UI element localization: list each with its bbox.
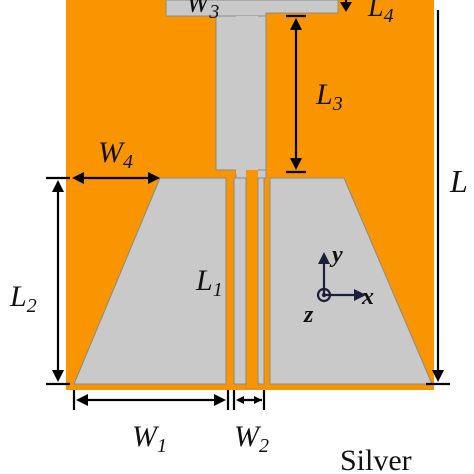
arrowheads [52, 2, 444, 406]
axis-label-x: x [361, 284, 374, 310]
coordinate-axes [316, 260, 358, 303]
feed-center-slot [246, 170, 258, 388]
label-l: L [449, 163, 468, 199]
label-w1: W1 [132, 420, 167, 457]
left-ground-silver [73, 177, 227, 385]
label-l2: L2 [9, 280, 37, 317]
label-l4: L4 [367, 0, 394, 27]
label-l3: L3 [315, 78, 343, 115]
dimension-lines [46, 0, 450, 410]
label-w2: W2 [234, 420, 269, 457]
axis-label-y: y [329, 242, 343, 268]
label-l1: L1 [195, 264, 223, 301]
center-strip-right [257, 177, 265, 385]
z-axis-dot [321, 292, 327, 298]
feed-gap [236, 16, 258, 174]
label-w3: W3 [186, 0, 219, 23]
legend-silver-label: Silver [340, 444, 412, 474]
label-w4: W4 [98, 136, 133, 173]
axis-label-z: z [303, 302, 314, 328]
x-arrowhead [354, 289, 366, 301]
y-arrowhead [318, 252, 330, 264]
center-strip-silver [233, 177, 247, 385]
